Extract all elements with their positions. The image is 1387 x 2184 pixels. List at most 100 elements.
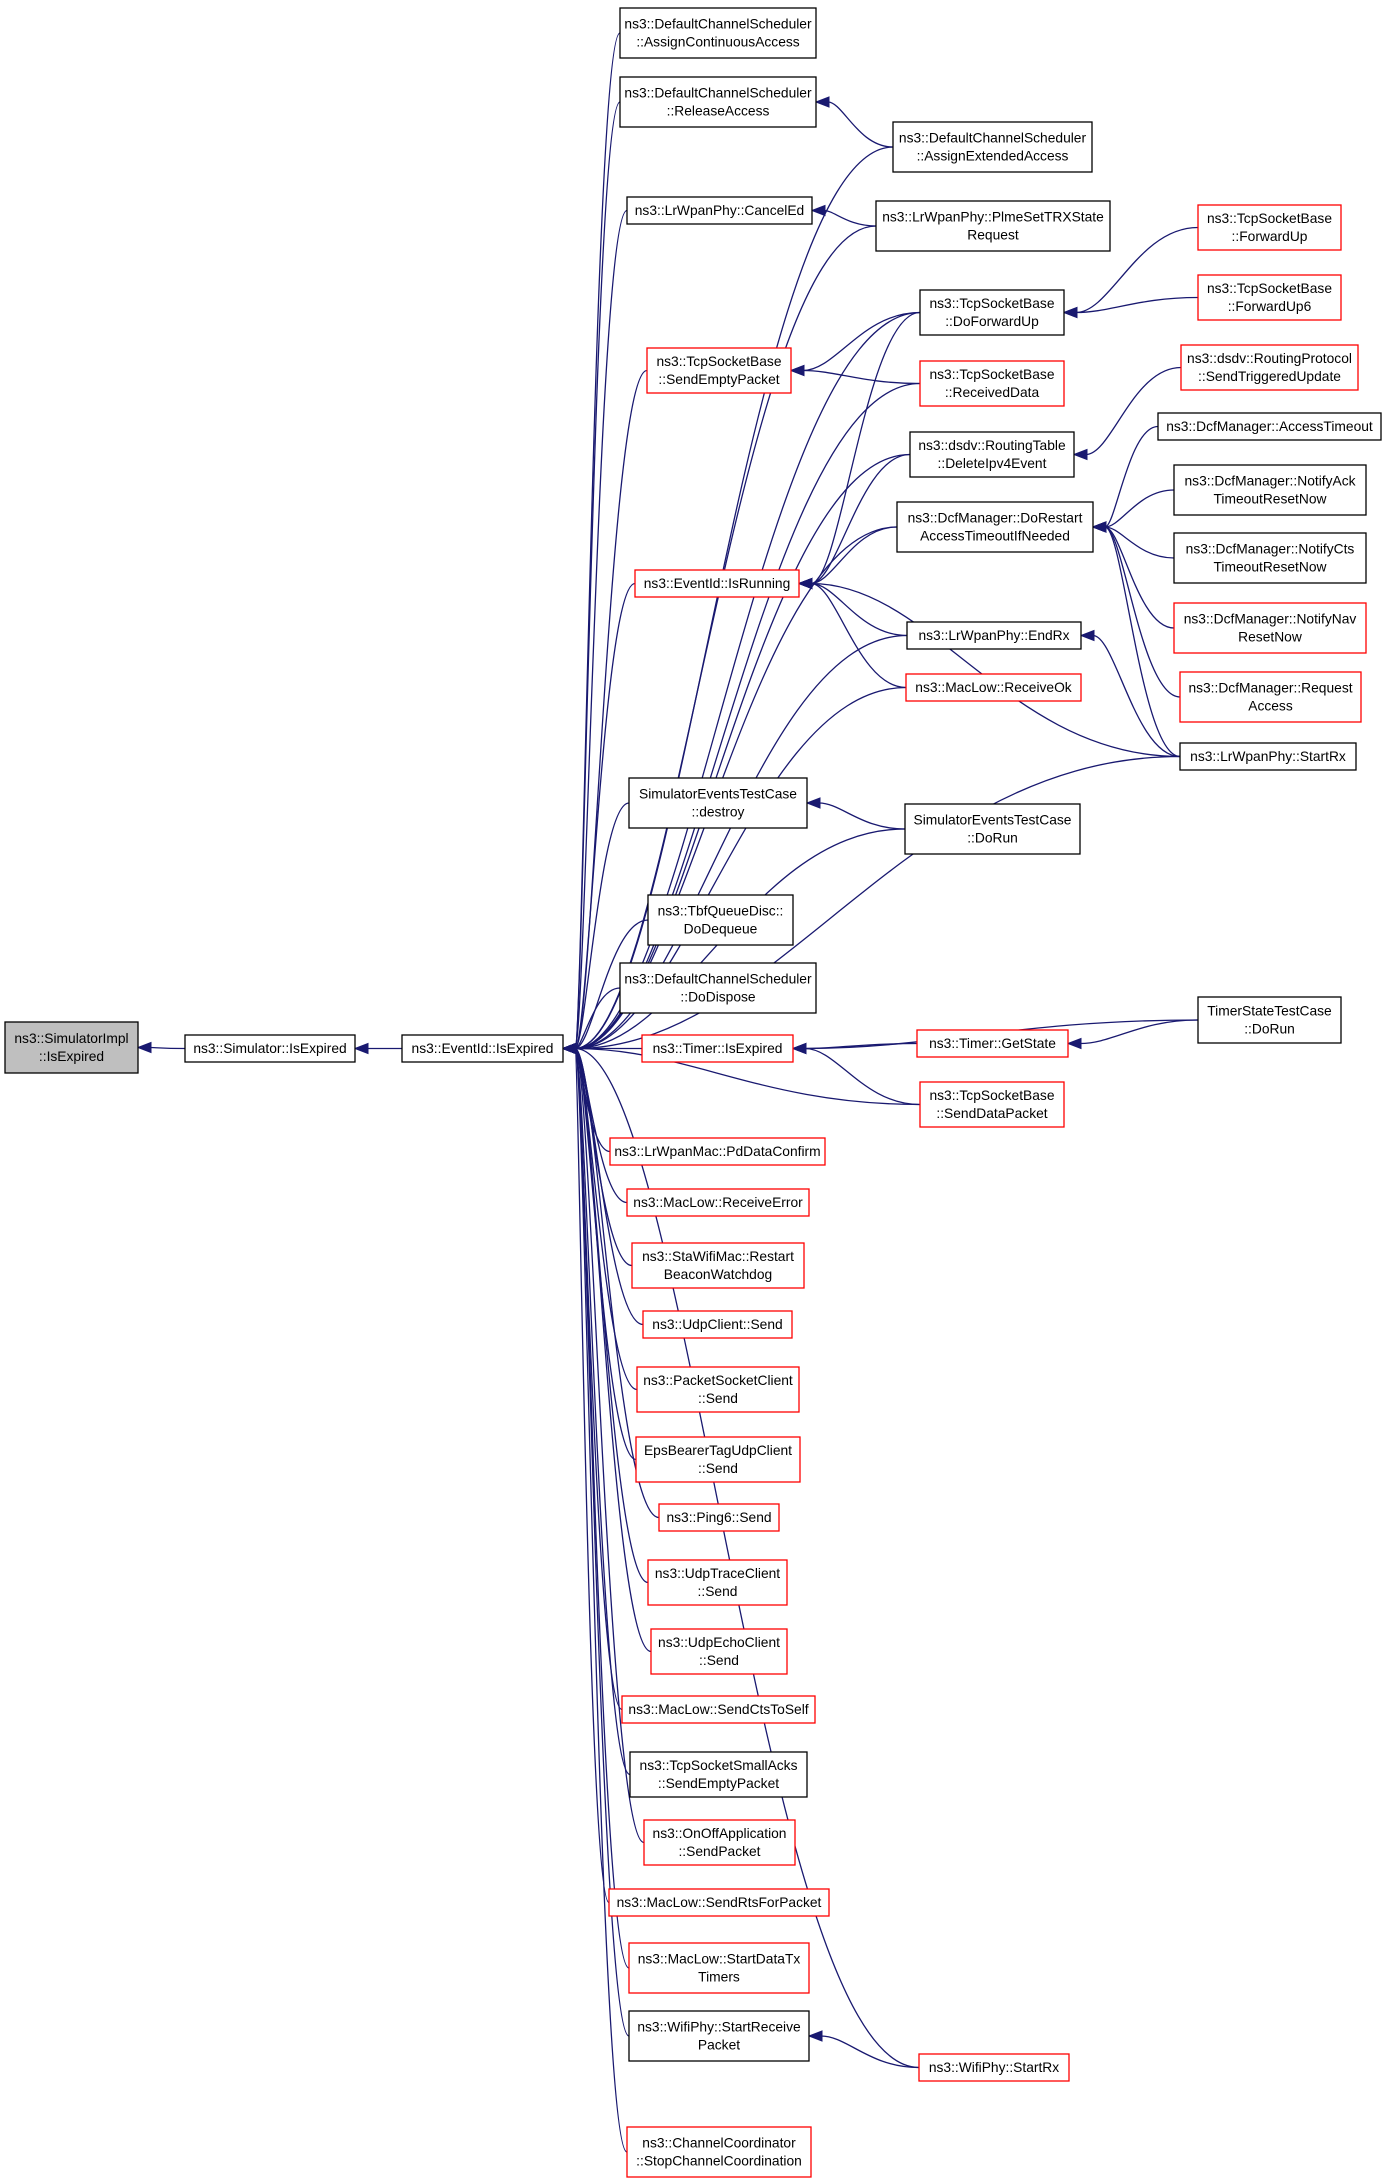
node-box[interactable] bbox=[909, 431, 1075, 478]
node-maclow-sendcts[interactable]: ns3::MacLow::SendCtsToSelf bbox=[621, 1695, 816, 1724]
node-box[interactable] bbox=[621, 1695, 816, 1724]
node-dcs-assignext[interactable]: ns3::DefaultChannelScheduler::AssignExte… bbox=[892, 121, 1093, 173]
node-box[interactable] bbox=[626, 196, 813, 225]
node-tcp-forwardup6[interactable]: ns3::TcpSocketBase::ForwardUp6 bbox=[1197, 274, 1342, 321]
node-box[interactable] bbox=[401, 1034, 564, 1063]
node-tcp-forwardup[interactable]: ns3::TcpSocketBase::ForwardUp bbox=[1197, 204, 1342, 251]
node-box[interactable] bbox=[1173, 602, 1367, 654]
node-box[interactable] bbox=[646, 347, 792, 394]
node-lrwpan-startrx[interactable]: ns3::LrWpanPhy::StartRx bbox=[1179, 742, 1357, 771]
node-box[interactable] bbox=[184, 1034, 356, 1063]
node-dcs-dodispose[interactable]: ns3::DefaultChannelScheduler::DoDispose bbox=[619, 962, 817, 1014]
node-box[interactable] bbox=[635, 1436, 801, 1483]
node-box[interactable] bbox=[608, 1888, 830, 1917]
node-box[interactable] bbox=[643, 1819, 796, 1866]
node-tcp-senddata[interactable]: ns3::TcpSocketBase::SendDataPacket bbox=[919, 1081, 1065, 1128]
node-box[interactable] bbox=[919, 360, 1065, 407]
node-box[interactable] bbox=[918, 2053, 1070, 2082]
node-box[interactable] bbox=[896, 501, 1094, 553]
node-udpclient-send[interactable]: ns3::UdpClient::Send bbox=[642, 1310, 793, 1339]
node-maclow-sendrts[interactable]: ns3::MacLow::SendRtsForPacket bbox=[608, 1888, 830, 1917]
node-box[interactable] bbox=[875, 200, 1111, 252]
node-box[interactable] bbox=[1157, 412, 1382, 441]
node-box[interactable] bbox=[609, 1137, 826, 1166]
node-packetsocket-send[interactable]: ns3::PacketSocketClient::Send bbox=[636, 1366, 800, 1413]
node-dcf-accesstimeout[interactable]: ns3::DcfManager::AccessTimeout bbox=[1157, 412, 1382, 441]
node-tcp-sendempty[interactable]: ns3::TcpSocketBase::SendEmptyPacket bbox=[646, 347, 792, 394]
node-box[interactable] bbox=[1197, 274, 1342, 321]
node-root[interactable]: ns3::SimulatorImpl::IsExpired bbox=[4, 1021, 139, 1074]
node-box[interactable] bbox=[1197, 996, 1342, 1044]
node-box[interactable] bbox=[628, 777, 808, 829]
node-box[interactable] bbox=[919, 1081, 1065, 1128]
node-dcs-assigncont[interactable]: ns3::DefaultChannelScheduler::AssignCont… bbox=[619, 7, 817, 59]
node-box[interactable] bbox=[642, 1310, 793, 1339]
node-box[interactable] bbox=[1180, 344, 1359, 391]
node-box[interactable] bbox=[904, 803, 1081, 855]
node-box[interactable] bbox=[906, 621, 1082, 650]
node-epsbearer-send[interactable]: EpsBearerTagUdpClient::Send bbox=[635, 1436, 801, 1483]
node-tcp-receiveddata[interactable]: ns3::TcpSocketBase::ReceivedData bbox=[919, 360, 1065, 407]
node-dsdv-deleteipv4[interactable]: ns3::dsdv::RoutingTable::DeleteIpv4Event bbox=[909, 431, 1075, 478]
node-dcf-dorestart[interactable]: ns3::DcfManager::DoRestartAccessTimeoutI… bbox=[896, 501, 1094, 553]
node-box[interactable] bbox=[629, 1751, 808, 1798]
node-box[interactable] bbox=[658, 1503, 780, 1532]
node-sim-isexpired[interactable]: ns3::Simulator::IsExpired bbox=[184, 1034, 356, 1063]
node-timerstate-dorun[interactable]: TimerStateTestCase::DoRun bbox=[1197, 996, 1342, 1044]
node-box[interactable] bbox=[916, 1029, 1069, 1058]
node-eventid-isrunning[interactable]: ns3::EventId::IsRunning bbox=[634, 569, 800, 598]
node-box[interactable] bbox=[628, 1942, 810, 1994]
node-tcpsmall-sendempty[interactable]: ns3::TcpSocketSmallAcks::SendEmptyPacket bbox=[629, 1751, 808, 1798]
node-maclow-receiveok[interactable]: ns3::MacLow::ReceiveOk bbox=[905, 673, 1082, 702]
node-box[interactable] bbox=[628, 2010, 810, 2062]
node-box[interactable] bbox=[636, 1366, 800, 1413]
node-udpecho-send[interactable]: ns3::UdpEchoClient::Send bbox=[650, 1628, 788, 1675]
node-onoff-sendpacket[interactable]: ns3::OnOffApplication::SendPacket bbox=[643, 1819, 796, 1866]
node-box[interactable] bbox=[619, 7, 817, 59]
node-box[interactable] bbox=[1179, 742, 1357, 771]
node-simev-destroy[interactable]: SimulatorEventsTestCase::destroy bbox=[628, 777, 808, 829]
node-lrwpan-canceled[interactable]: ns3::LrWpanPhy::CancelEd bbox=[626, 196, 813, 225]
node-box[interactable] bbox=[619, 76, 817, 128]
node-box[interactable] bbox=[4, 1021, 139, 1074]
node-timer-getstate[interactable]: ns3::Timer::GetState bbox=[916, 1029, 1069, 1058]
node-wifiphy-startrx[interactable]: ns3::WifiPhy::StartRx bbox=[918, 2053, 1070, 2082]
node-tcp-doforwardup[interactable]: ns3::TcpSocketBase::DoForwardUp bbox=[919, 289, 1065, 336]
node-dcs-release[interactable]: ns3::DefaultChannelScheduler::ReleaseAcc… bbox=[619, 76, 817, 128]
node-box[interactable] bbox=[647, 894, 794, 946]
node-dsdv-sendtriggered[interactable]: ns3::dsdv::RoutingProtocol::SendTriggere… bbox=[1180, 344, 1359, 391]
node-lrwpan-endrx[interactable]: ns3::LrWpanPhy::EndRx bbox=[906, 621, 1082, 650]
node-timer-isexpired[interactable]: ns3::Timer::IsExpired bbox=[641, 1034, 794, 1063]
node-box[interactable] bbox=[892, 121, 1093, 173]
node-dcf-notifyack[interactable]: ns3::DcfManager::NotifyAckTimeoutResetNo… bbox=[1173, 464, 1367, 516]
node-box[interactable] bbox=[650, 1628, 788, 1675]
node-eventid-isexpired[interactable]: ns3::EventId::IsExpired bbox=[401, 1034, 564, 1063]
node-maclow-receiveerror[interactable]: ns3::MacLow::ReceiveError bbox=[626, 1188, 810, 1217]
node-box[interactable] bbox=[905, 673, 1082, 702]
node-box[interactable] bbox=[634, 569, 800, 598]
node-ping6-send[interactable]: ns3::Ping6::Send bbox=[658, 1503, 780, 1532]
node-box[interactable] bbox=[631, 1242, 805, 1289]
node-box[interactable] bbox=[1173, 532, 1367, 584]
node-box[interactable] bbox=[626, 2126, 812, 2178]
node-box[interactable] bbox=[919, 289, 1065, 336]
node-lrwpanmac-pddata[interactable]: ns3::LrWpanMac::PdDataConfirm bbox=[609, 1137, 826, 1166]
node-dcf-notifycts[interactable]: ns3::DcfManager::NotifyCtsTimeoutResetNo… bbox=[1173, 532, 1367, 584]
node-chancoord-stop[interactable]: ns3::ChannelCoordinator::StopChannelCoor… bbox=[626, 2126, 812, 2178]
node-box[interactable] bbox=[1173, 464, 1367, 516]
node-tbf-dodequeue[interactable]: ns3::TbfQueueDisc::DoDequeue bbox=[647, 894, 794, 946]
node-box[interactable] bbox=[626, 1188, 810, 1217]
node-box[interactable] bbox=[647, 1559, 788, 1606]
node-box[interactable] bbox=[641, 1034, 794, 1063]
node-udptrace-send[interactable]: ns3::UdpTraceClient::Send bbox=[647, 1559, 788, 1606]
node-box[interactable] bbox=[1179, 671, 1362, 723]
node-box[interactable] bbox=[619, 962, 817, 1014]
node-box[interactable] bbox=[1197, 204, 1342, 251]
node-simev-dorun[interactable]: SimulatorEventsTestCase::DoRun bbox=[904, 803, 1081, 855]
